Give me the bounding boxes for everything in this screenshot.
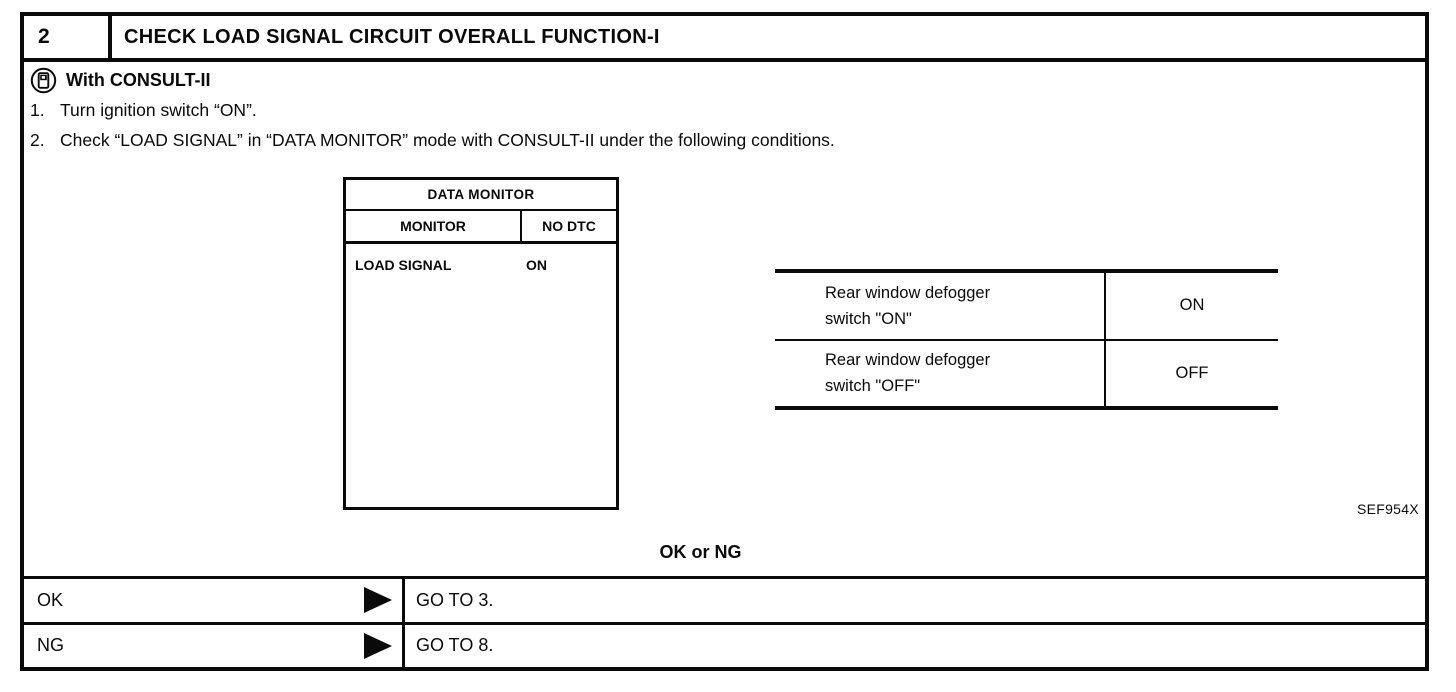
monitor-column-header: MONITOR bbox=[346, 211, 522, 241]
condition-off-line2: switch "OFF" bbox=[825, 377, 921, 396]
condition-off-line1: Rear window defogger bbox=[825, 351, 991, 370]
no-dtc-column-header: NO DTC bbox=[542, 218, 596, 234]
monitor-reading-row: LOAD SIGNAL ON bbox=[346, 244, 616, 273]
step-title: CHECK LOAD SIGNAL CIRCUIT OVERALL FUNCTI… bbox=[124, 25, 660, 48]
condition-row-off: Rear window defogger switch "OFF" OFF bbox=[775, 340, 1278, 406]
consult-ii-device-icon bbox=[30, 67, 57, 94]
condition-row-on: Rear window defogger switch "ON" ON bbox=[775, 273, 1278, 341]
decision-action-ng: GO TO 8. bbox=[416, 635, 494, 656]
decision-result-cell-ok: OK bbox=[24, 579, 405, 622]
condition-label-off: Rear window defogger switch "OFF" bbox=[775, 340, 1106, 406]
instruction-step-2: 2. Check “LOAD SIGNAL” in “DATA MONITOR”… bbox=[30, 130, 835, 151]
decision-result-ok: OK bbox=[37, 589, 64, 610]
diagnostic-procedure-box: 2 CHECK LOAD SIGNAL CIRCUIT OVERALL FUNC… bbox=[20, 12, 1429, 671]
decision-row-ng: NG GO TO 8. bbox=[24, 624, 1425, 667]
decision-result-ng: NG bbox=[37, 635, 64, 656]
figure-reference-code: SEF954X bbox=[1356, 501, 1419, 517]
consult-screen: DATA MONITOR MONITOR NO DTC LOAD SIGNAL … bbox=[343, 177, 619, 510]
condition-label-on: Rear window defogger switch "ON" bbox=[775, 273, 1106, 339]
decision-question: OK or NG bbox=[659, 542, 742, 562]
monitor-item-value: ON bbox=[526, 257, 547, 273]
instruction-step-1: 1. Turn ignition switch “ON”. bbox=[30, 100, 257, 121]
right-arrow-icon bbox=[364, 587, 392, 614]
condition-on-line2: switch "ON" bbox=[825, 309, 912, 328]
condition-value-on: ON bbox=[1179, 296, 1205, 315]
step-2-text: Check “LOAD SIGNAL” in “DATA MONITOR” mo… bbox=[60, 130, 835, 150]
step-1-number: 1. bbox=[30, 100, 45, 120]
procedure-body: With CONSULT-II 1. Turn ignition switch … bbox=[24, 62, 1425, 667]
right-arrow-icon bbox=[364, 632, 392, 659]
condition-value-off: OFF bbox=[1175, 363, 1209, 382]
monitor-item-name: LOAD SIGNAL bbox=[355, 257, 452, 273]
step-2-number: 2. bbox=[30, 130, 45, 150]
decision-table: OK GO TO 3. NG GO TO 8. bbox=[24, 576, 1425, 667]
step-number: 2 bbox=[24, 16, 112, 58]
decision-action-ok: GO TO 3. bbox=[416, 589, 494, 610]
consult-screen-title: DATA MONITOR bbox=[346, 180, 616, 211]
decision-row-ok: OK GO TO 3. bbox=[24, 579, 1425, 625]
decision-result-cell-ng: NG bbox=[24, 624, 405, 667]
conditions-table: Rear window defogger switch "ON" ON Rear… bbox=[775, 269, 1278, 410]
condition-on-line1: Rear window defogger bbox=[825, 283, 991, 302]
procedure-header: 2 CHECK LOAD SIGNAL CIRCUIT OVERALL FUNC… bbox=[24, 16, 1425, 62]
consult-screen-column-headers: MONITOR NO DTC bbox=[346, 211, 616, 244]
step-1-text: Turn ignition switch “ON”. bbox=[60, 100, 257, 120]
consult-tool-heading: With CONSULT-II bbox=[30, 67, 210, 94]
consult-tool-heading-label: With CONSULT-II bbox=[66, 70, 211, 90]
